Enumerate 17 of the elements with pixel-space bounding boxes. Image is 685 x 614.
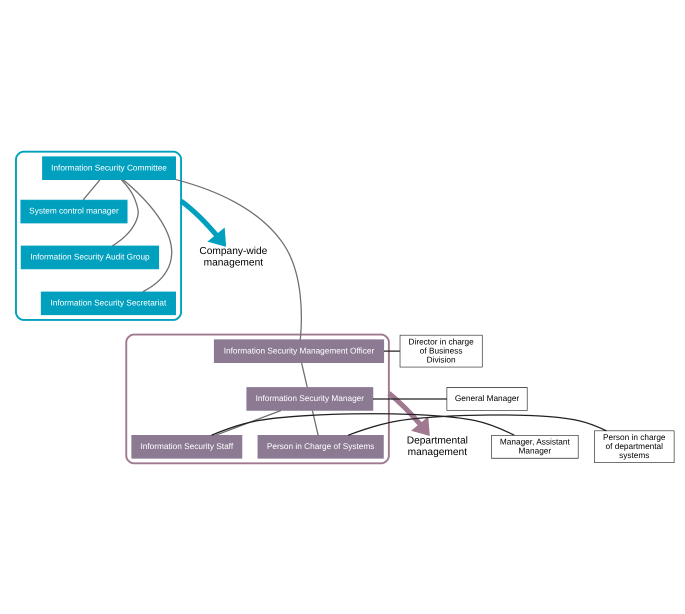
node-text: Company-wide management (199, 246, 268, 268)
connector (215, 409, 282, 436)
connector (300, 362, 308, 388)
arrow (387, 390, 430, 436)
node-text: Departmental management (406, 434, 468, 458)
connector (348, 414, 607, 436)
connector (373, 398, 447, 400)
connector (211, 412, 515, 436)
cluster (15, 150, 182, 320)
connector (176, 178, 302, 340)
connector (312, 410, 319, 435)
connector (122, 178, 172, 292)
arrow (180, 198, 226, 246)
connector (384, 350, 400, 352)
cluster (125, 333, 390, 464)
connector (112, 178, 139, 246)
connector (82, 179, 100, 200)
